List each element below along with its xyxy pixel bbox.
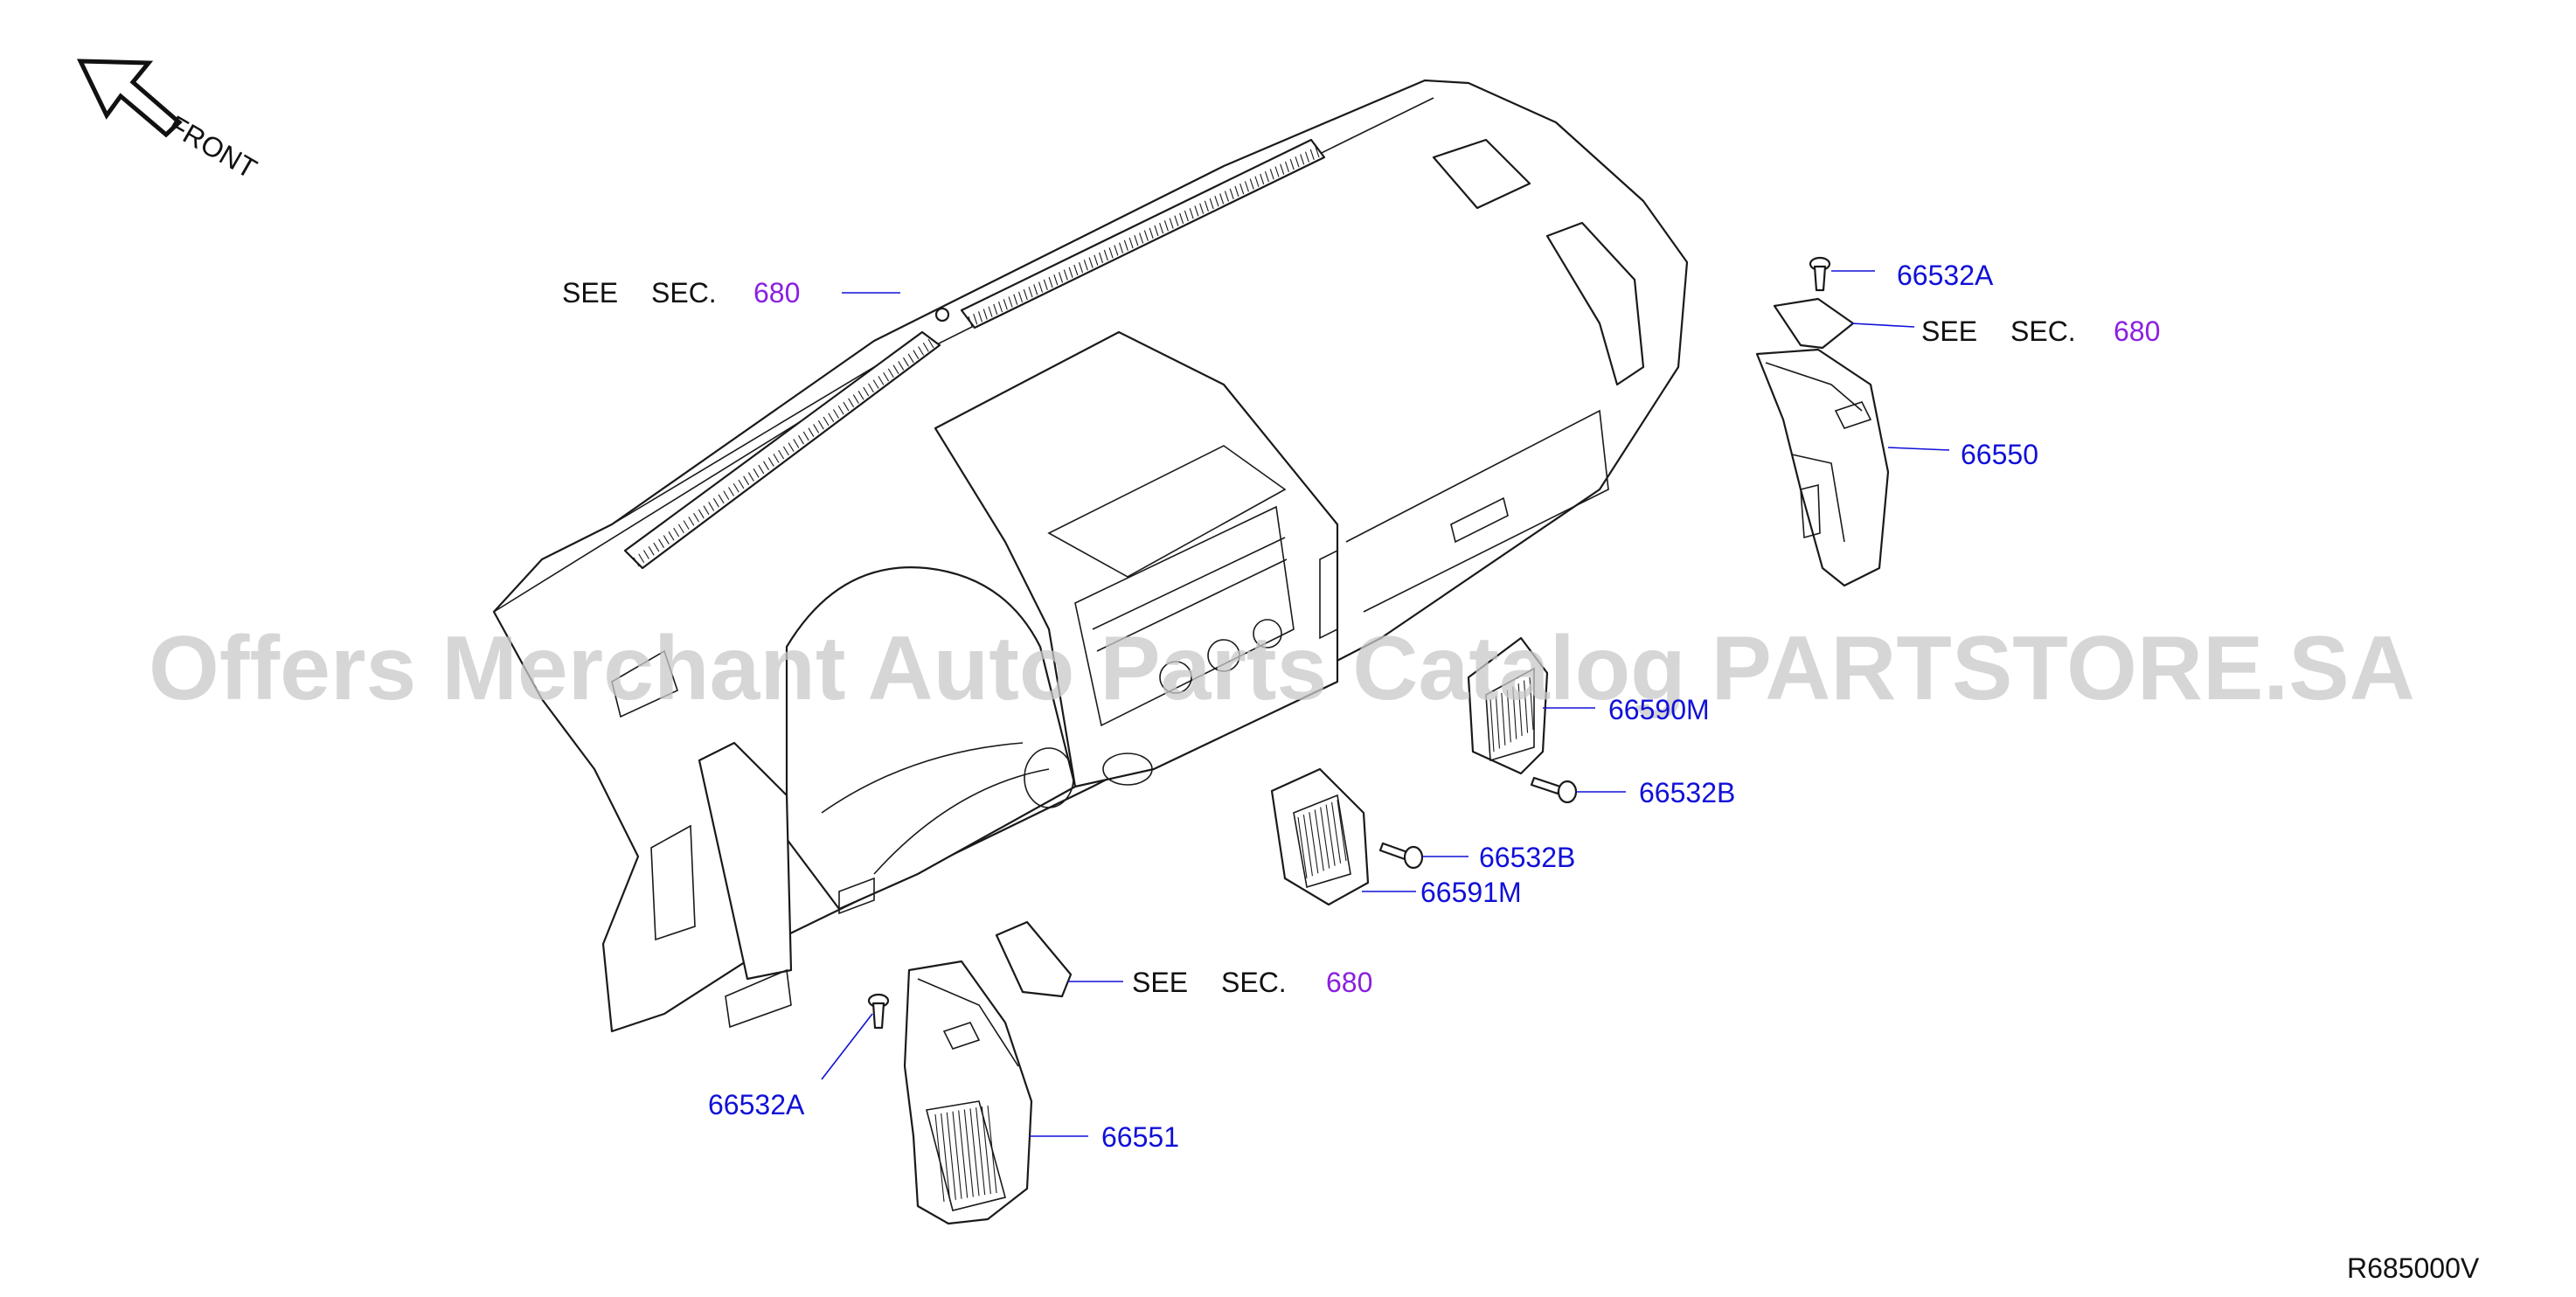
side-vent-right (1545, 221, 1645, 386)
see-word: SEE (1132, 967, 1188, 998)
label-66532b-upper: 66532B (1639, 777, 1735, 808)
side-vent-left (698, 741, 793, 981)
label-66591m: 66591M (1420, 877, 1522, 908)
sunload-sensor (934, 307, 950, 323)
label-66550: 66550 (1961, 439, 2038, 470)
section-number: 680 (753, 277, 800, 309)
part-66532b-screw-upper (1530, 776, 1578, 804)
defroster-grille-left (623, 330, 941, 570)
section-number: 680 (2114, 316, 2160, 347)
callout-see-sec-top: SEE SEC. 680 (562, 277, 800, 309)
instrument-panel-illustration (492, 79, 1689, 1033)
cover-panel-right (1773, 297, 1855, 350)
see-word: SEE (1921, 316, 1977, 347)
center-stack (934, 330, 1339, 788)
part-66550-side-ventilator-right (1755, 348, 1890, 587)
leader-lines (821, 270, 1950, 1137)
part-66590m-ventilator-center (1467, 636, 1549, 775)
watermark: Offers Merchant Auto Parts Catalog PARTS… (149, 618, 2415, 719)
sec-word: SEC. (2010, 316, 2076, 347)
part-66532a-screw-top (1809, 256, 1831, 292)
label-66551: 66551 (1101, 1121, 1179, 1153)
part-66532b-screw-lower (1378, 842, 1424, 870)
label-66532b-lower: 66532B (1479, 842, 1575, 873)
callout-see-sec-right: SEE SEC. 680 (1921, 316, 2160, 347)
sec-word: SEC. (651, 277, 717, 309)
cover-panel-left (995, 920, 1073, 998)
front-label: FRONT (163, 109, 262, 184)
part-66591m-ventilator-center (1270, 767, 1370, 906)
label-66532a-bottom: 66532A (708, 1089, 805, 1120)
part-66532a-screw-bottom (867, 993, 890, 1030)
diagram-code: R685000V (2347, 1252, 2480, 1284)
see-word: SEE (562, 277, 618, 309)
sec-word: SEC. (1221, 967, 1287, 998)
label-66532a-top: 66532A (1897, 260, 1994, 291)
section-number: 680 (1326, 967, 1372, 998)
front-arrow-icon (76, 59, 183, 138)
meter-hood (785, 566, 1077, 911)
speaker-grille (1432, 138, 1531, 210)
defroster-grille-center (960, 138, 1326, 329)
part-66551-side-ventilator-left (903, 960, 1033, 1225)
callout-see-sec-bottom: SEE SEC. 680 (1132, 967, 1372, 998)
label-66590m: 66590M (1608, 694, 1710, 725)
